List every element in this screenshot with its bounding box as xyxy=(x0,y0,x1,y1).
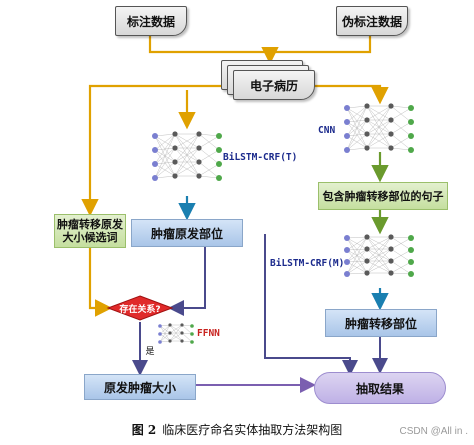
labeled-data-node: 标注数据 xyxy=(115,6,187,36)
watermark: CSDN @All in . xyxy=(399,426,469,437)
bilstm-crf-t-network-icon xyxy=(152,131,222,181)
arrow-pseudo-to-emr xyxy=(270,36,372,54)
arrow-primary-to-relation xyxy=(168,246,206,316)
primary-site-node: 肿瘤原发部位 xyxy=(131,219,243,247)
candidate-filter-label: 肿瘤转移原发 大小候选词 xyxy=(57,218,123,244)
arrow-filter-to-relation xyxy=(88,248,113,317)
metastasis-site-label: 肿瘤转移部位 xyxy=(344,316,417,331)
relation-diamond-shape xyxy=(106,295,174,321)
metastasis-site-node: 肿瘤转移部位 xyxy=(325,309,437,337)
cnn-network-icon xyxy=(344,103,414,153)
figure-number: 图 2 xyxy=(131,423,157,437)
emr-label: 电子病历 xyxy=(249,78,298,93)
extraction-result-label: 抽取结果 xyxy=(355,381,404,396)
primary-size-label: 原发肿瘤大小 xyxy=(103,380,176,395)
metastasis-sentence-node: 包含肿瘤转移部位的句子 xyxy=(318,182,448,210)
pseudo-labeled-data-label: 伪标注数据 xyxy=(341,14,402,29)
pseudo-labeled-data-node: 伪标注数据 xyxy=(336,6,408,36)
primary-site-label: 肿瘤原发部位 xyxy=(150,226,223,241)
figure-caption: 图 2 临床医疗命名实体抽取方法架构图 xyxy=(0,421,474,438)
candidate-filter-node: 肿瘤转移原发 大小候选词 xyxy=(54,214,126,248)
arrow-emr-to-cnn xyxy=(312,84,389,105)
bilstm-crf-m-label: BiLSTM-CRF(M) xyxy=(270,258,345,269)
yes-label: 是 xyxy=(145,346,155,357)
primary-size-node: 原发肿瘤大小 xyxy=(84,374,196,400)
arrow-primary-to-result xyxy=(264,234,358,376)
bilstm-crf-m-network-icon xyxy=(344,234,414,277)
arrow-labeled-to-emr xyxy=(148,36,279,65)
cnn-label: CNN xyxy=(318,125,336,136)
labeled-data-label: 标注数据 xyxy=(126,14,175,29)
arrow-emr-to-filter xyxy=(81,84,225,217)
relation-question-label: 存在关系? xyxy=(119,304,161,315)
extraction-result-node: 抽取结果 xyxy=(314,372,446,404)
figure-title: 临床医疗命名实体抽取方法架构图 xyxy=(162,423,343,437)
bilstm-crf-t-label: BiLSTM-CRF(T) xyxy=(223,152,298,163)
ffnn-label: FFNN xyxy=(197,328,220,339)
emr-node: 电子病历 xyxy=(233,70,315,100)
ffnn-network-icon xyxy=(158,323,194,344)
metastasis-sentence-label: 包含肿瘤转移部位的句子 xyxy=(322,190,444,203)
